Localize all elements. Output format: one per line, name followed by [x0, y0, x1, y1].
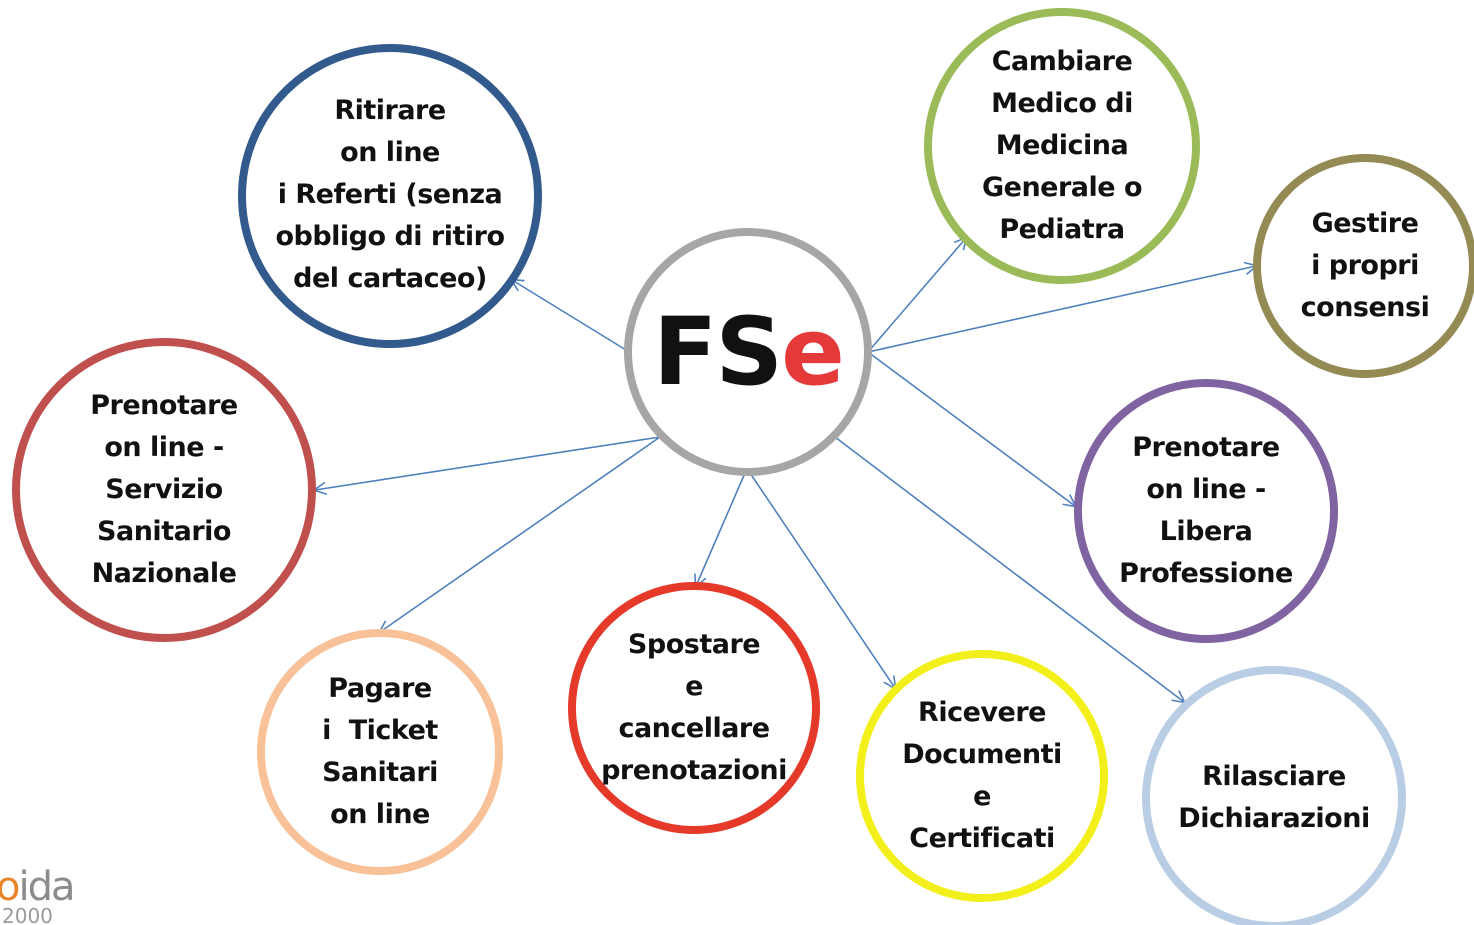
circle-ritirare-referti [238, 44, 542, 348]
arrow-to-pagare-ticket [380, 436, 661, 632]
node-label-line: Medicina [995, 130, 1129, 161]
circle-pagare-ticket [257, 629, 503, 875]
node-label-line: e [685, 671, 703, 702]
node-label-line: on line [340, 137, 440, 168]
node-label-line: Nazionale [91, 558, 237, 589]
node-gestire-consensi: Gestire i propri consensi [1257, 156, 1473, 376]
node-label-line: Ricevere [918, 697, 1046, 728]
circle-prenotare-libera-professione [1074, 379, 1338, 643]
circle-prenotare-ssn [12, 338, 316, 642]
center-label-main: FS [653, 297, 783, 407]
logo-year: 2000 [2, 904, 53, 925]
node-label-line: prenotazioni [601, 755, 787, 786]
node-label-line: Rilasciare [1202, 761, 1346, 792]
circle-spostare-prenotazioni [568, 582, 820, 834]
node-spostare-prenotazioni: Spostare e cancellare prenotazioni [572, 588, 816, 828]
node-label-line: Gestire [1311, 208, 1419, 239]
node-label-line: Prenotare [1132, 432, 1280, 463]
center-circle [624, 228, 872, 476]
node-label-line: obbligo di ritiro [275, 221, 505, 252]
aida-2000-logo: oida 2000 [0, 868, 80, 925]
circle-cambiare-medico [924, 8, 1200, 284]
node-ritirare-referti: Ritirare on line i Referti (senza obbligo d… [240, 70, 540, 320]
arrow-to-spostare-prenotazioni [696, 472, 746, 586]
node-label-line: Prenotare [90, 390, 238, 421]
arrow-to-prenotare-libera-professione [867, 351, 1075, 506]
node-label-line: Dichiarazioni [1178, 803, 1370, 834]
node-label-line: Generale o [981, 172, 1143, 203]
node-label-line: Spostare [627, 629, 761, 660]
node-label-line: Professione [1119, 558, 1293, 589]
node-label-line: i Referti (senza [277, 179, 503, 210]
circle-gestire-consensi [1253, 154, 1474, 378]
node-label-line: consensi [1300, 292, 1430, 323]
logo-word: ida [18, 868, 75, 910]
node-label-line: i Ticket [322, 715, 438, 746]
node-label-line: Pediatra [999, 214, 1125, 245]
node-label-line: Cambiare [991, 46, 1133, 77]
node-label-line: cancellare [618, 713, 770, 744]
node-label-line: Sanitario [97, 516, 231, 547]
node-label-line: Medico di [991, 88, 1133, 119]
node-label-line: on line [330, 799, 430, 830]
arrow-to-rilasciare-dichiarazioni [834, 436, 1184, 702]
center-label-accent: e [781, 297, 845, 407]
circle-rilasciare-dichiarazioni [1142, 666, 1406, 925]
node-label-line: Certificati [909, 823, 1055, 854]
circle-ricevere-documenti [856, 650, 1108, 902]
arrow-to-ritirare-referti [512, 280, 627, 351]
node-label-line: del cartaceo) [293, 263, 487, 294]
node-label-line: Documenti [902, 739, 1062, 770]
logo-letter-o: o [0, 868, 21, 910]
node-label-line: Libera [1159, 516, 1253, 547]
node-label-line: Ritirare [334, 95, 446, 126]
arrow-to-cambiare-medico [867, 238, 966, 353]
node-label-line: Pagare [328, 673, 432, 704]
node-label-line: i propri [1311, 250, 1419, 281]
node-label-line: Sanitari [322, 757, 438, 788]
node-label-line: on line - [104, 432, 224, 463]
node-label-line: Servizio [105, 474, 223, 505]
arrow-to-prenotare-ssn [315, 436, 661, 490]
arrow-to-gestire-consensi [867, 266, 1256, 353]
node-label-line: on line - [1146, 474, 1266, 505]
node-label-line: e [973, 781, 991, 812]
arrow-to-ricevere-documenti [749, 472, 895, 688]
